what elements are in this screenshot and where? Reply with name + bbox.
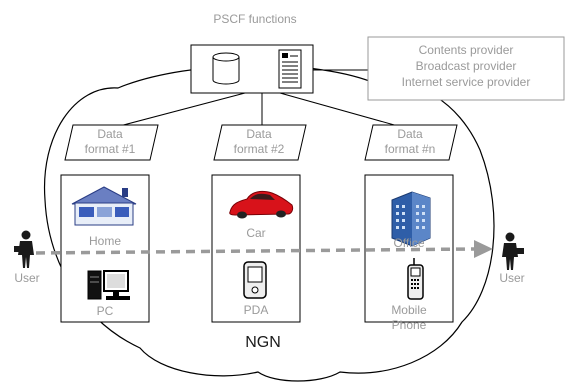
ngn-label: NGN (245, 334, 281, 351)
home-label: Home (88, 234, 121, 248)
database-icon (212, 52, 240, 85)
office-icon (391, 191, 431, 247)
data-format-2-line2: format #2 (233, 142, 285, 156)
pc-icon (87, 270, 130, 300)
mobile-phone-line1: Mobile (391, 303, 427, 317)
data-format-n-shape (364, 124, 458, 161)
data-format-n-line1: Data (397, 127, 423, 141)
pda-label: PDA (243, 303, 269, 317)
mobile-phone-line2: Phone (391, 318, 427, 332)
data-format-n-line2: format #n (384, 142, 436, 156)
user-left-icon (14, 230, 34, 268)
user-left-label: User (14, 271, 40, 285)
provider-3-label: Internet service provider (401, 75, 531, 89)
connection-lines (111, 69, 406, 129)
car-label: Car (246, 226, 266, 240)
data-format-2-line1: Data (246, 127, 272, 141)
user-right-icon (502, 232, 524, 270)
office-label: Office (393, 236, 425, 250)
server-icon (278, 49, 302, 89)
data-format-2-shape (213, 124, 307, 161)
data-format-1-line2: format #1 (84, 142, 136, 156)
user-right-label: User (499, 271, 525, 285)
user-mobility-arrow (35, 247, 475, 255)
pscf-functions-title: PSCF functions (213, 12, 297, 26)
provider-1-label: Contents provider (418, 43, 514, 57)
car-icon (229, 190, 294, 219)
arrow-head (474, 240, 493, 258)
provider-2-label: Broadcast provider (415, 59, 517, 73)
pda-icon (243, 261, 267, 299)
home-icon (71, 186, 137, 226)
mobile-phone-icon (407, 258, 424, 300)
data-format-1-line1: Data (97, 127, 123, 141)
data-format-1-shape (64, 124, 159, 161)
pc-label: PC (96, 304, 114, 318)
provider-box (367, 36, 565, 101)
